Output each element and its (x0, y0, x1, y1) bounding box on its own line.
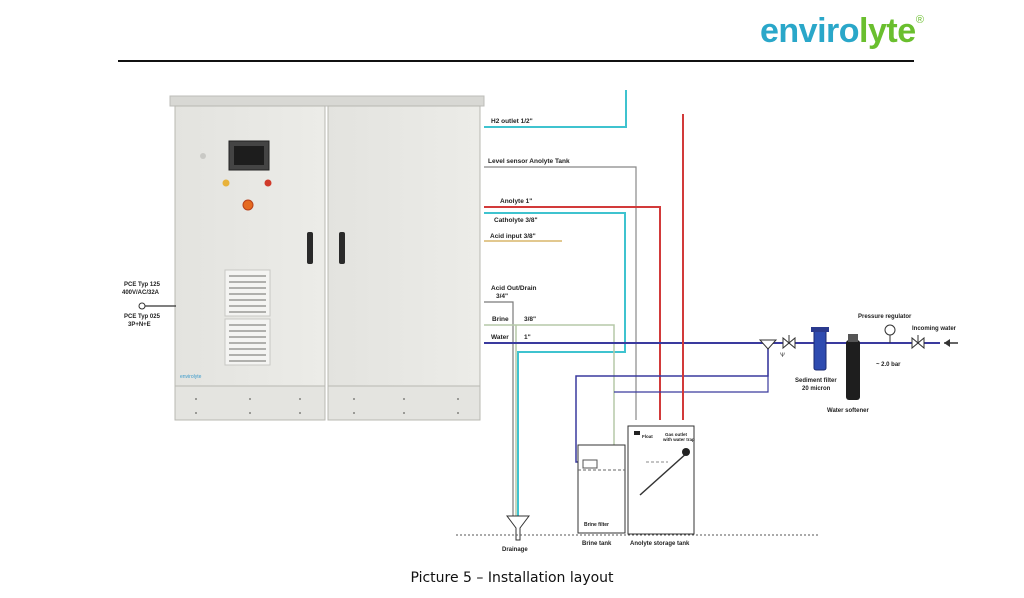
green-lamp (222, 179, 230, 187)
label-pressure-regulator: Pressure regulator (858, 314, 912, 320)
t-junction (758, 339, 778, 350)
svg-text:Ѱ: Ѱ (780, 353, 785, 359)
indicator-lamp (200, 153, 206, 159)
level-sensor-line (484, 166, 637, 420)
pce-bot-line1: PCE Typ 025 (124, 314, 161, 320)
label-gas-outlet-2: with water trap (662, 437, 695, 442)
label-float: Float (642, 434, 653, 439)
label-anolyte: Anolyte 1" (500, 198, 532, 205)
pressure-gauge-icon (884, 324, 896, 343)
label-water-softener: Water softener (827, 408, 869, 414)
label-sediment-filter-2: 20 micron (802, 386, 831, 392)
label-sediment-filter-1: Sediment filter (795, 378, 837, 384)
header-rule (118, 60, 914, 62)
left-door-handle (307, 232, 313, 264)
water-softener (846, 334, 860, 400)
label-level-sensor: Level sensor Anolyte Tank (488, 158, 570, 165)
label-acid-input: Acid input 3/8" (490, 233, 536, 240)
label-brine-size: 3/8" (524, 316, 536, 323)
label-brine: Brine (492, 316, 509, 323)
registered-mark: ® (915, 14, 924, 26)
power-input (138, 302, 176, 310)
label-gas-outlet-1: Gas outlet (665, 432, 688, 437)
label-pressure-value: ~ 2.0 bar (876, 362, 901, 368)
figure-caption: Picture 5 – Installation layout (410, 570, 614, 586)
right-door-handle (339, 232, 345, 264)
sediment-filter (811, 327, 829, 371)
drainage-funnel (506, 515, 530, 541)
label-acid-out-1: Acid Out/Drain (491, 285, 537, 292)
red-lamp (264, 179, 272, 187)
logo-word-lyte: lyte (859, 12, 916, 50)
anolyte-line (484, 206, 661, 420)
valve-1: Ѱ (780, 335, 796, 359)
label-brine-tank: Brine tank (582, 541, 612, 547)
h2-outlet-line (484, 90, 627, 128)
label-h2-outlet: H2 outlet 1/2" (491, 118, 533, 125)
incoming-arrow-icon (944, 339, 958, 347)
emergency-stop-button (242, 199, 254, 211)
valve-2 (911, 335, 925, 350)
label-anolyte-tank: Anolyte storage tank (630, 541, 690, 547)
electrolyser-cabinet: envirolyte (169, 95, 485, 421)
envirolyte-logo: envirolyte ® (760, 12, 930, 60)
touch-screen-display (228, 140, 270, 171)
anolyte-storage-tank (627, 425, 695, 535)
logo-word-enviro: enviro (760, 12, 860, 50)
label-water: Water (491, 334, 509, 341)
pce-top-line2: 400V/AC/32A (122, 290, 160, 296)
cabinet-badge: envirolyte (180, 374, 202, 380)
brine-tank (577, 444, 626, 534)
label-incoming-water: Incoming water (912, 326, 957, 332)
plinth-screws (195, 398, 459, 414)
catholyte-line (484, 212, 626, 516)
label-brine-filter: Brine filter (584, 522, 609, 528)
label-catholyte: Catholyte 3/8" (494, 217, 538, 224)
label-drainage: Drainage (502, 547, 528, 553)
vent-grille-upper (224, 269, 271, 317)
acid-out-drain-line (484, 301, 514, 516)
label-water-size: 1" (524, 334, 531, 341)
water-branch-line (614, 343, 769, 393)
pce-bot-line2: 3P+N+E (128, 322, 151, 328)
pce-top-line1: PCE Typ 125 (124, 282, 161, 288)
label-acid-out-2: 3/4" (496, 293, 508, 300)
vent-grille-lower (224, 318, 271, 366)
